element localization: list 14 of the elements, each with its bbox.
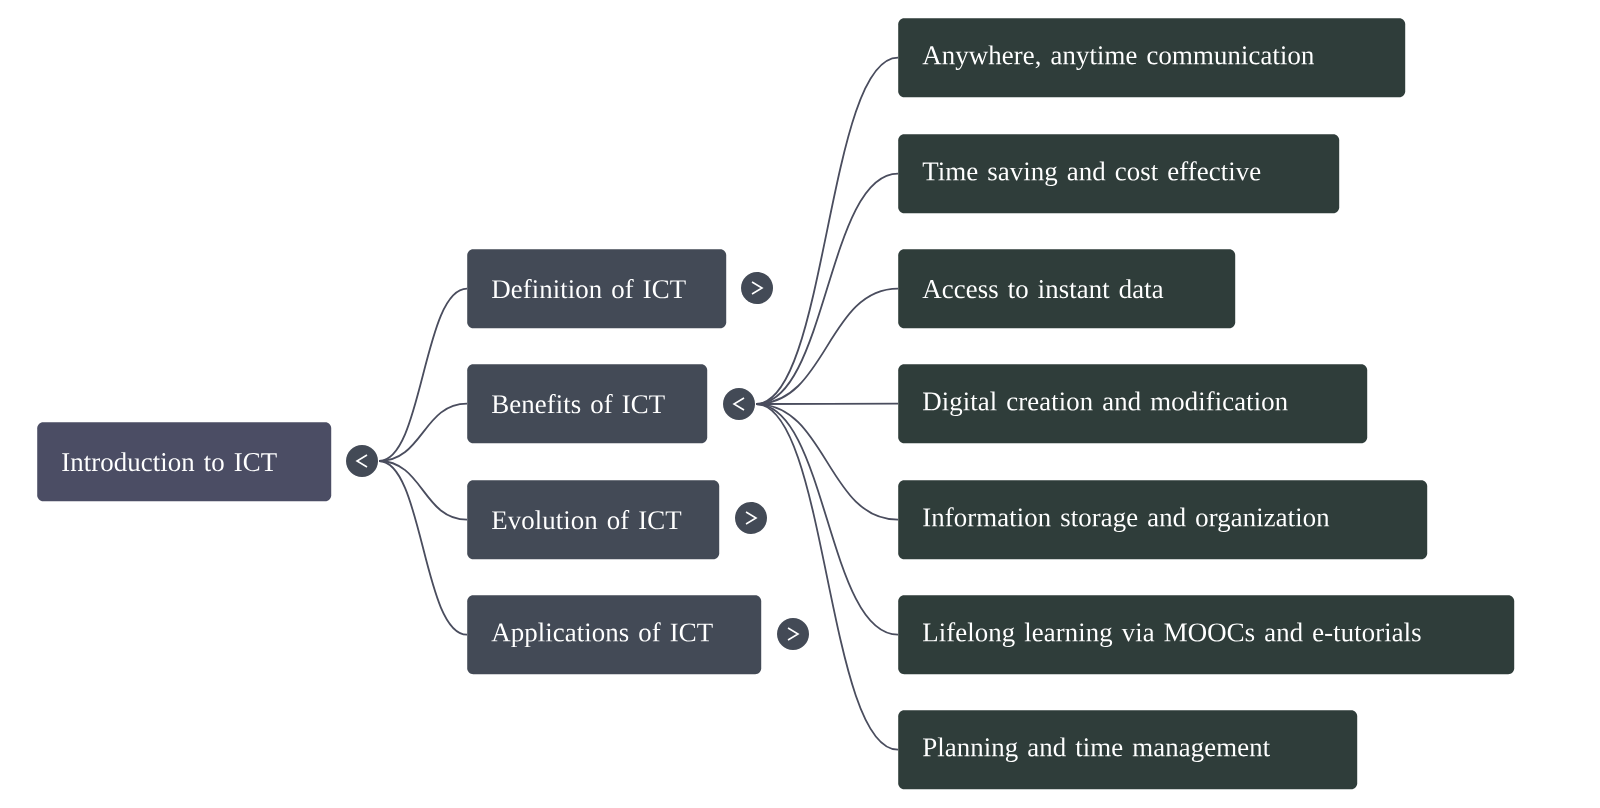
topic-box: Evolution of ICT — [467, 480, 720, 560]
connector — [755, 403, 899, 751]
connector — [378, 460, 468, 636]
subtopic-box: Lifelong learning via MOOCs and e-tutorials — [898, 595, 1515, 675]
subtopic-box: Time saving and cost effective — [898, 134, 1340, 214]
subtopic-box: Access to instant data — [898, 249, 1236, 329]
subtopic-box: Anywhere, anytime communication — [898, 18, 1406, 98]
root-topic-box: Introduction to ICT — [37, 422, 332, 502]
topic-box: Definition of ICT — [467, 249, 727, 329]
subtopic-box: Digital creation and modification — [898, 364, 1368, 444]
subtopic-box: Planning and time management — [898, 710, 1358, 790]
topic-box: Applications of ICT — [467, 595, 762, 675]
topic-box: Benefits of ICT — [467, 364, 708, 444]
subtopic-box: Information storage and organization — [898, 480, 1428, 560]
